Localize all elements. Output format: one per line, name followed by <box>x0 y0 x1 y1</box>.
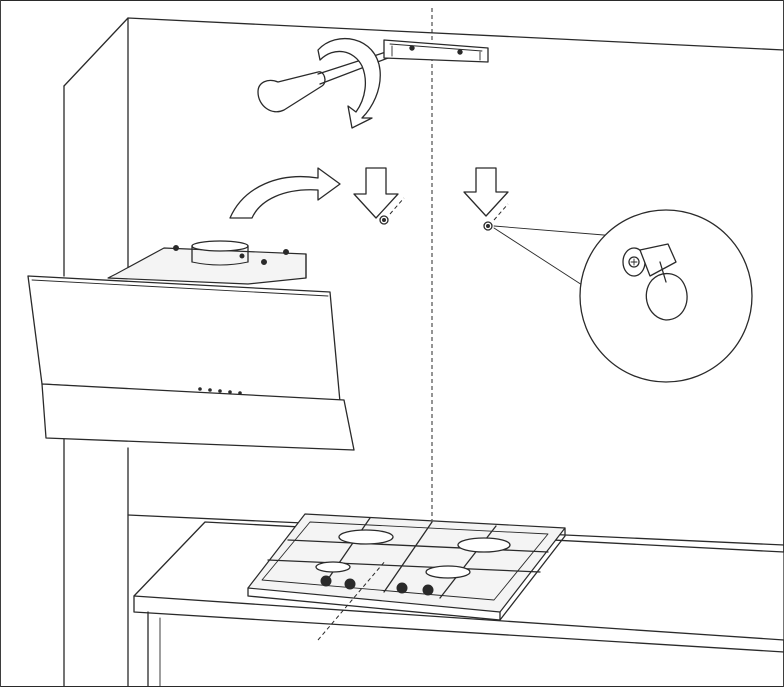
lift-arrow <box>229 167 341 219</box>
wall-plug-right <box>483 203 509 231</box>
magnifier-leader-top <box>493 225 617 237</box>
down-arrow-left <box>353 167 399 219</box>
bracket <box>383 39 489 63</box>
gas-hob <box>247 513 566 621</box>
cooker-hood <box>27 240 355 451</box>
screwdriver <box>257 51 393 113</box>
magnifier-leader-bottom <box>493 227 597 295</box>
rotation-arrow <box>317 37 381 129</box>
down-arrow-right <box>463 167 509 217</box>
guide-line <box>317 559 387 641</box>
wall-plug-left <box>379 197 405 225</box>
detail-magnifier <box>579 209 753 383</box>
